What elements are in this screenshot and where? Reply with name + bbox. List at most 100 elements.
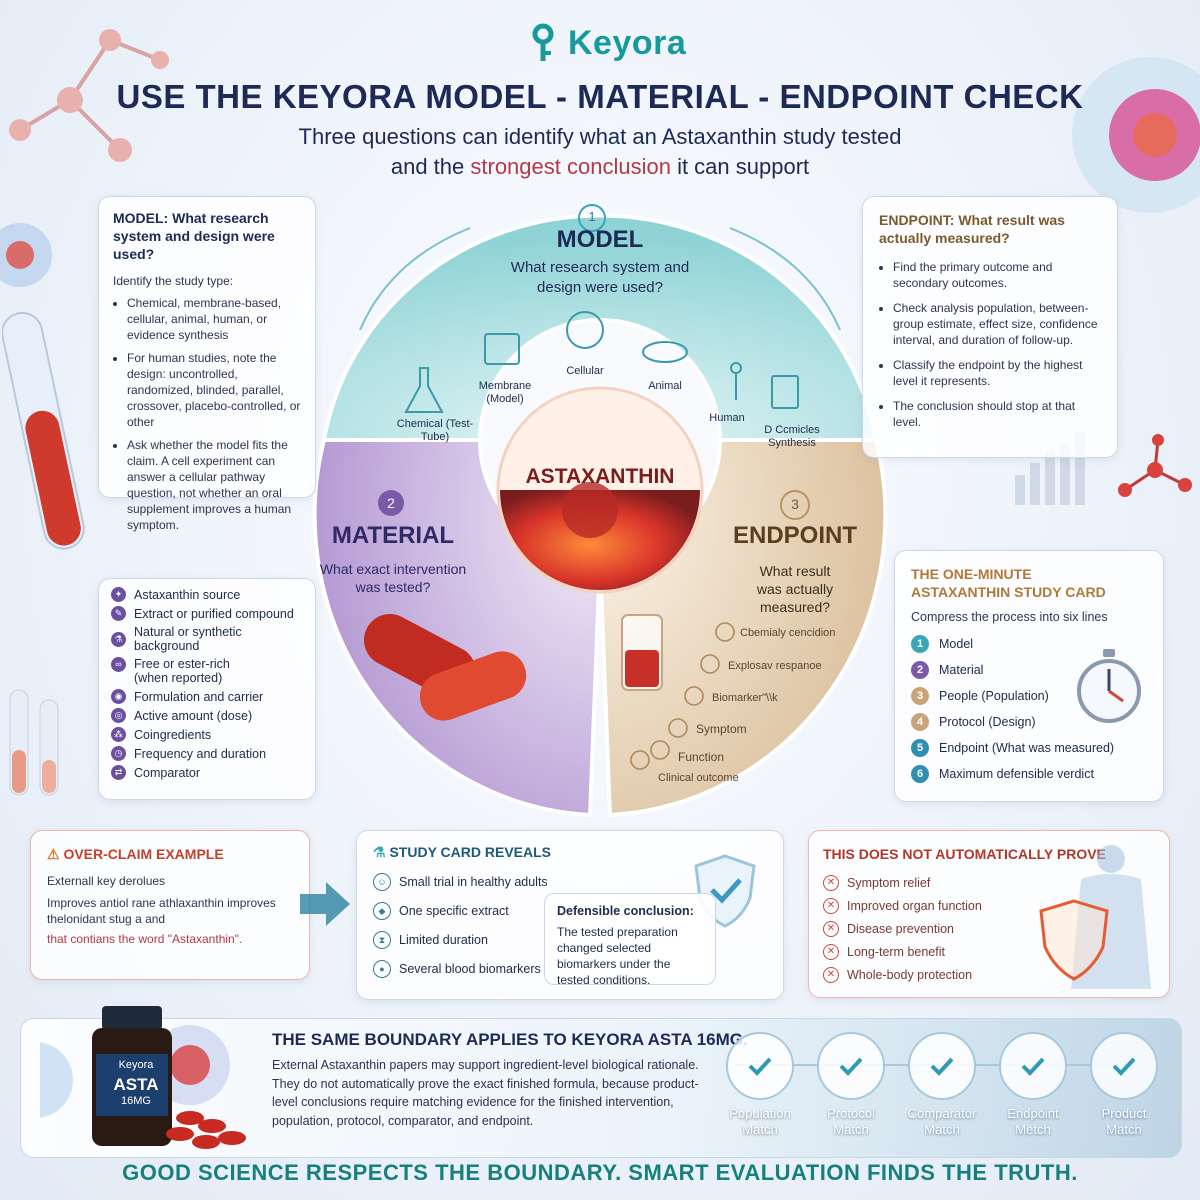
x-icon: ✕ — [823, 875, 839, 891]
material-item-label: Formulation and carrier — [134, 689, 264, 704]
material-item-label: Astaxanthin source — [134, 587, 241, 602]
subtitle-highlight: strongest conclusion — [470, 154, 671, 179]
cell-decoration — [0, 223, 52, 287]
molecule-decoration — [9, 29, 169, 162]
material-item-label: Frequency and duration — [134, 746, 267, 761]
membrane-icon — [484, 333, 520, 365]
model-title: MODEL — [556, 226, 644, 253]
endpoint-step-badge: 3 — [780, 490, 810, 520]
does-not-prove-card: THIS DOES NOT AUTOMATICALLY PROVE ✕Sympt… — [808, 830, 1170, 998]
line-label: People (Population) — [939, 689, 1049, 703]
reveals-heading-text: STUDY CARD REVEALS — [389, 844, 551, 860]
not-proven-label: Whole-body protection — [847, 968, 973, 982]
material-item: ✦Astaxanthin source — [111, 587, 303, 602]
model-item-membrane: Membrane (Model) — [478, 380, 532, 405]
not-proven-item: ✕Long-term benefit — [823, 944, 1155, 960]
molecule-icon: ∞ — [111, 657, 126, 672]
test-tube-decoration — [2, 311, 85, 550]
logo-text: Keyora — [568, 23, 687, 62]
body-shield-icon — [1039, 845, 1151, 989]
study-card-line: 1 Model — [911, 635, 1147, 653]
material-item-label: Coingredients — [134, 727, 212, 742]
model-card-bullet: Ask whether the model fits the claim. A … — [127, 437, 301, 533]
endpoint-card-bullet: The conclusion should stop at that level… — [893, 398, 1101, 430]
dropper-icon: ✎ — [111, 606, 126, 621]
not-proven-item: ✕Disease prevention — [823, 921, 1155, 937]
match-label-line: Match — [742, 1122, 778, 1137]
reveals-item: ●Several blood biomarkers — [373, 960, 767, 978]
step-icon — [684, 686, 704, 706]
reveals-item-label: Small trial in healthy adults — [399, 875, 548, 889]
step-icon — [715, 622, 735, 642]
line-number-badge: 5 — [911, 739, 929, 757]
product-name: ASTA — [113, 1075, 159, 1094]
material-item-label: Comparator — [134, 765, 200, 780]
endpoint-card-heading: ENDPOINT: What result was actually measu… — [879, 212, 1065, 246]
reveals-heading: ⚗ STUDY CARD REVEALS — [373, 843, 767, 861]
hourglass-icon: ⧗ — [373, 931, 391, 949]
line-label: Material — [939, 663, 984, 677]
animal-icon — [642, 341, 688, 363]
material-item-label: Free or ester-rich (when reported) — [134, 657, 230, 685]
check-badge-icon — [726, 1032, 794, 1100]
stopwatch-icon — [1077, 649, 1141, 723]
dose-icon: ◎ — [111, 708, 126, 723]
step-icon — [650, 740, 670, 760]
ingredients-icon: ⁂ — [111, 727, 126, 742]
defensible-heading: Defensible conclusion: — [557, 904, 694, 918]
material-item-label: Extract or purified compound — [134, 606, 294, 621]
capsule-icon — [363, 614, 527, 721]
model-card: MODEL: What research system and design w… — [98, 196, 316, 532]
material-item: ⁂ Coingredients — [111, 727, 303, 742]
endpoint-title: ENDPOINT — [732, 522, 857, 549]
model-segment — [321, 213, 879, 442]
over-claim-heading: ⚠ OVER-CLAIM EXAMPLE — [47, 845, 293, 863]
material-item: ∞ Free or ester-rich (when reported) — [111, 657, 303, 685]
compare-icon: ⇄ — [111, 765, 126, 780]
model-question: What research system and design were use… — [510, 259, 690, 296]
check-icon — [1112, 1057, 1136, 1076]
endpoint-card-bullet: Classify the endpoint by the highest lev… — [893, 357, 1101, 389]
bar-chart-decoration — [1015, 433, 1085, 505]
line-label: Protocol (Design) — [939, 715, 1036, 729]
reveals-item: ◆One specific extract — [373, 902, 767, 920]
material-item: ◎Active amount (dose) — [111, 708, 303, 723]
endpoint-step-label: Clinical outcome — [658, 772, 739, 784]
subtitle-text: and the — [390, 154, 465, 179]
check-badge-icon — [908, 1032, 976, 1100]
model-step-badge: 1 — [578, 204, 606, 232]
reveals-item: ⧗Limited duration — [373, 931, 767, 949]
not-proven-label: Improved organ function — [847, 899, 982, 913]
cell-icon — [566, 311, 604, 349]
reveals-item-label: Several blood biomarkers — [399, 962, 541, 976]
match-label-line: Comparator — [907, 1106, 977, 1121]
endpoint-card-bullet: Check analysis population, between-group… — [893, 300, 1101, 348]
model-card-bullet: For human studies, note the design: unco… — [127, 350, 301, 430]
line-label: Model — [939, 637, 974, 651]
human-icon — [730, 362, 743, 400]
material-item: ◷Frequency and duration — [111, 746, 303, 761]
model-item-animal: Animal — [648, 380, 682, 392]
does-not-prove-heading: THIS DOES NOT AUTOMATICALLY PROVE — [823, 846, 1106, 862]
step-icon — [668, 718, 688, 738]
material-step-badge: 2 — [378, 490, 404, 516]
line-number-badge: 1 — [911, 635, 929, 653]
check-badge-icon — [1090, 1032, 1158, 1100]
molecule-decoration — [1118, 434, 1192, 497]
cell-decoration — [1072, 57, 1200, 213]
over-claim-line: Externall key derolues — [47, 874, 166, 888]
match-label-line: Match — [833, 1122, 869, 1137]
x-icon: ✕ — [823, 967, 839, 983]
study-card-heading: ASTAXANTHIN STUDY CARD — [911, 584, 1106, 600]
